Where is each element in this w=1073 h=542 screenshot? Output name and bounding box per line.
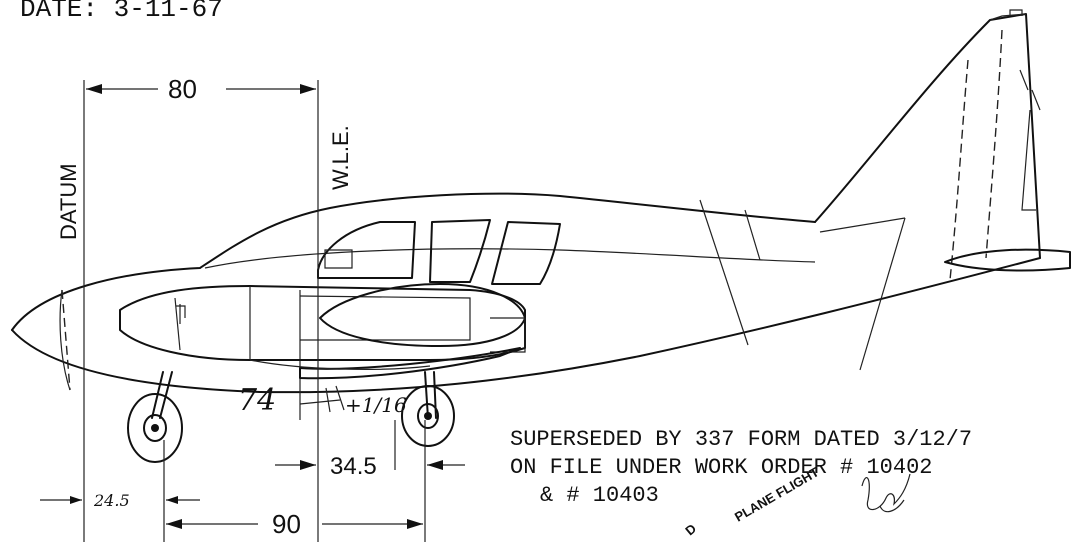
note-line-2: ON FILE UNDER WORK ORDER # 10402 (510, 455, 932, 480)
dim-24-5-label: 24.5 (93, 491, 130, 510)
stamp-text-left: D (682, 521, 699, 539)
datum-label: DATUM (56, 163, 81, 240)
dimension-74: 74 +1/16 (238, 383, 407, 418)
dimension-90: 90 (166, 509, 423, 539)
dim-90-label: 90 (272, 509, 301, 539)
date-header: DATE: 3-11-67 (20, 0, 223, 24)
aircraft-profile (11, 9, 1071, 463)
note-line-3: & # 10403 (540, 483, 659, 508)
superseded-note: SUPERSEDED BY 337 FORM DATED 3/12/7 ON F… (510, 427, 972, 508)
note-line-1: SUPERSEDED BY 337 FORM DATED 3/12/7 (510, 427, 972, 452)
dim-34-5-label: 34.5 (330, 453, 377, 480)
dim-74-label: 74 (238, 383, 276, 418)
dimension-80: 80 (86, 74, 316, 104)
wle-label: W.L.E. (328, 125, 353, 190)
dim-74-fraction: +1/16 (345, 393, 407, 417)
dim-80-label: 80 (168, 74, 197, 104)
dimension-24-5: 24.5 (40, 491, 200, 510)
signature (861, 473, 911, 513)
dimension-34-5: 34.5 (275, 453, 465, 480)
